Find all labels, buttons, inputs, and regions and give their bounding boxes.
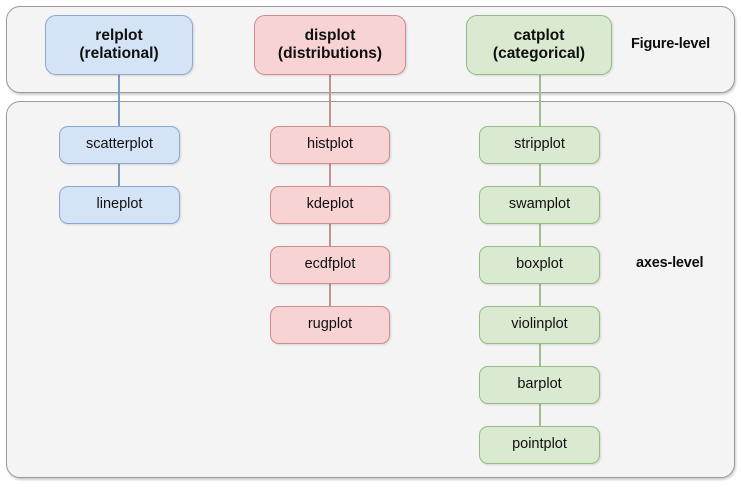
- connector-stripplot-swamplot: [539, 164, 541, 187]
- connector-swamplot-boxplot: [539, 224, 541, 247]
- axes-node-barplot-label: barplot: [517, 376, 562, 393]
- figure-node-relplot-label: relplot (relational): [79, 26, 159, 62]
- axes-node-rugplot[interactable]: rugplot: [270, 306, 390, 344]
- figure-node-catplot[interactable]: catplot (categorical): [466, 15, 612, 75]
- axes-node-violinplot-label: violinplot: [511, 316, 568, 333]
- figure-node-displot-label: displot (distributions): [277, 26, 383, 62]
- axes-node-ecdfplot[interactable]: ecdfplot: [270, 246, 390, 284]
- connector-boxplot-violinplot: [539, 284, 541, 307]
- connector-kdeplot-ecdfplot: [329, 224, 331, 247]
- axes-node-rugplot-label: rugplot: [307, 316, 353, 333]
- axes-node-histplot-label: histplot: [307, 136, 353, 153]
- connector-scatterplot-lineplot: [118, 164, 120, 187]
- axes-node-swamplot[interactable]: swamplot: [479, 186, 600, 224]
- figure-node-catplot-label: catplot (categorical): [492, 26, 586, 62]
- axes-node-ecdfplot-label: ecdfplot: [304, 256, 356, 273]
- axes-node-kdeplot-label: kdeplot: [306, 196, 354, 213]
- axes-node-barplot[interactable]: barplot: [479, 366, 600, 404]
- axes-node-stripplot-label: stripplot: [514, 136, 565, 153]
- axes-node-histplot[interactable]: histplot: [270, 126, 390, 164]
- connector-histplot-kdeplot: [329, 164, 331, 187]
- axes-node-lineplot[interactable]: lineplot: [59, 186, 180, 224]
- axes-node-lineplot-label: lineplot: [96, 196, 143, 213]
- axes-node-swamplot-label: swamplot: [508, 196, 571, 213]
- figure-node-relplot[interactable]: relplot (relational): [45, 15, 193, 75]
- axes-node-scatterplot[interactable]: scatterplot: [59, 126, 180, 164]
- connector-catplot-stripplot: [539, 75, 541, 127]
- connector-displot-histplot: [329, 75, 331, 127]
- axes-node-stripplot[interactable]: stripplot: [479, 126, 600, 164]
- connector-violinplot-barplot: [539, 344, 541, 367]
- figure-level-section-label: Figure-level: [631, 36, 710, 52]
- axes-node-pointplot[interactable]: pointplot: [479, 426, 600, 464]
- connector-ecdfplot-rugplot: [329, 284, 331, 307]
- axes-node-boxplot-label: boxplot: [516, 256, 563, 273]
- figure-node-displot[interactable]: displot (distributions): [254, 15, 406, 75]
- connector-barplot-pointplot: [539, 404, 541, 427]
- axes-node-violinplot[interactable]: violinplot: [479, 306, 600, 344]
- axes-node-pointplot-label: pointplot: [512, 436, 567, 453]
- axes-level-section-label: axes-level: [636, 255, 704, 271]
- axes-node-boxplot[interactable]: boxplot: [479, 246, 600, 284]
- axes-node-scatterplot-label: scatterplot: [86, 136, 153, 153]
- connector-relplot-scatterplot: [118, 75, 120, 127]
- axes-node-kdeplot[interactable]: kdeplot: [270, 186, 390, 224]
